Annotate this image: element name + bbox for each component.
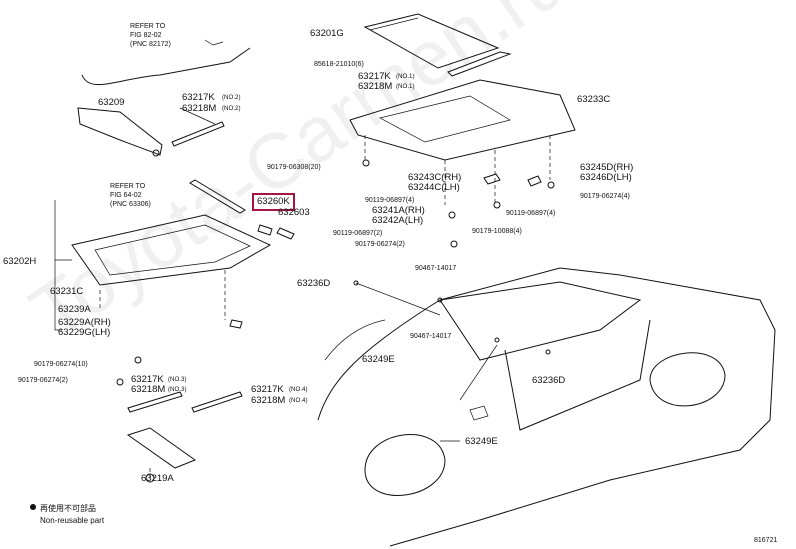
part-63229G-lh[interactable]: 63229G(LH) [58,327,111,338]
part-63244C-lh[interactable]: 63244C(LH) [408,182,460,193]
legend-jp: 再使用不可部品 [40,504,96,513]
sunshade-panel [77,107,163,156]
part-90119-06897-4b[interactable]: 90119-06897(4) [506,210,556,217]
part-63245D-rh[interactable]: 63245D(RH) [580,162,634,173]
weatherstrip-no2 [171,121,225,147]
part-90179-06274-2b[interactable]: 90179-06274(2) [18,377,68,384]
sunshade-rail [126,427,197,469]
part-63246D-lh[interactable]: 63246D(LH) [580,172,632,183]
part-90467-14017-b[interactable]: 90467-14017 [410,333,452,340]
part-63249E-a[interactable]: 63249E [362,354,395,365]
note-no1-a: (NO.1) [396,73,415,80]
part-63239A[interactable]: 63239A [58,304,91,315]
part-63202H[interactable]: 63202H [3,256,37,267]
page-ref: 816721 [754,537,778,544]
note-no4-a: (NO.4) [289,386,308,393]
part-90119-06897-4a[interactable]: 90119-06897(4) [365,197,415,204]
part-90179-10088[interactable]: 90179-10088(4) [472,228,522,235]
part-90119-06897-2[interactable]: 90119-06897(2) [333,230,383,237]
part-63201G[interactable]: 63201G [310,28,344,39]
note-no2-a: (NO.2) [222,94,241,101]
part-63229A-rh[interactable]: 63229A(RH) [58,317,111,328]
part-632603[interactable]: 632603 [278,207,310,218]
part-63217K-no4[interactable]: 63217K [251,384,284,395]
part-63217K-no1[interactable]: 63217K [358,71,391,82]
note-no3-b: (NO.3) [168,386,187,393]
part-63243C-rh[interactable]: 63243C(RH) [408,172,462,183]
note-no3-a: (NO.3) [168,376,187,383]
part-63241A-rh[interactable]: 63241A(RH) [372,205,425,216]
part-63217K-no3[interactable]: 63217K [131,374,164,385]
drain-cable [81,47,251,86]
drain-hose [189,179,246,214]
legend-en: Non-reusable part [40,516,105,525]
part-63218M-no4[interactable]: 63218M [251,395,286,406]
note-no4-b: (NO.4) [289,397,308,404]
roof-panel [349,79,576,161]
part-63218M-no2[interactable]: 63218M [182,103,217,114]
ref-fig-82-02[interactable]: REFER TO FIG 82-02 (PNC 82172) [130,23,171,48]
part-63242A-lh[interactable]: 63242A(LH) [372,215,424,226]
part-63236D-a[interactable]: 63236D [297,278,331,289]
part-63209[interactable]: 63209 [98,97,125,108]
part-63218M-no1[interactable]: 63218M [358,81,393,92]
part-63236D-b[interactable]: 63236D [532,375,566,386]
part-90467-14017-a[interactable]: 90467-14017 [415,265,457,272]
part-90179-06274-4[interactable]: 90179-06274(4) [580,193,630,200]
note-no2-b: (NO.2) [222,105,241,112]
ref-fig-64-02[interactable]: REFER TO FIG 64-02 (PNC 63306) [110,183,151,208]
car-body [317,267,776,547]
glass-panel [363,13,500,69]
part-63231C[interactable]: 63231C [50,286,84,297]
note-no1-b: (NO.1) [396,83,415,90]
part-63260K-highlighted[interactable]: 63260K [252,193,295,211]
part-90179-06274-2a[interactable]: 90179-06274(2) [355,241,405,248]
part-63233C[interactable]: 63233C [577,94,611,105]
part-63217K-no2[interactable]: 63217K [182,92,215,103]
part-63249E-b[interactable]: 63249E [465,436,498,447]
sunroof-frame [71,214,272,286]
part-90179-06308[interactable]: 90179-06308(20) [267,164,321,171]
part-63218M-no3[interactable]: 63218M [131,384,166,395]
part-90179-06274-10[interactable]: 90179-06274(10) [34,361,88,368]
part-63219A[interactable]: 63219A [141,473,174,484]
part-85618-21010[interactable]: 85618-21010(6) [314,61,364,68]
